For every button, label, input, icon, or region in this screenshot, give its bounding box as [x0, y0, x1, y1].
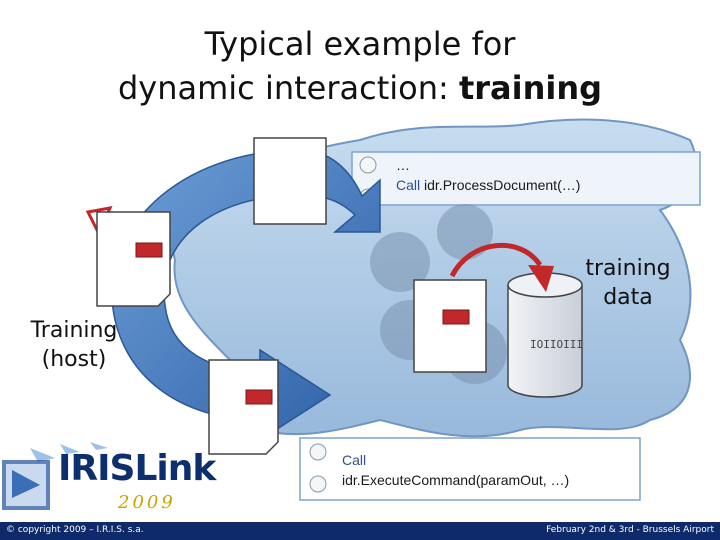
top-note-call-method: idr.ProcessDocument(…) [420, 177, 581, 193]
training-arrow [449, 242, 543, 278]
bottom-note-call-method: idr.ExecuteCommand(paramOut, …) [342, 472, 570, 488]
bottom-note-call-keyword: Call [342, 452, 367, 468]
title-line2-bold: training [458, 69, 603, 107]
training-data-label: training data [568, 254, 688, 312]
training-host-line2: (host) [41, 347, 107, 372]
document-icon [253, 137, 327, 225]
logo-year: 2009 [118, 492, 176, 513]
footer-bar [0, 522, 720, 540]
note-bullet-icon [309, 443, 327, 461]
footer-copyright: © copyright 2009 – I.R.I.S. s.a. [6, 525, 144, 535]
note-bullet-icon [359, 156, 377, 174]
top-note-ellipsis: … [396, 157, 410, 173]
training-data-line1: training [585, 256, 671, 281]
training-host-line1: Training [30, 318, 118, 343]
note-bullet-icon [309, 475, 327, 493]
document-icon [96, 211, 171, 307]
database-icon [507, 272, 583, 398]
training-arrow-head [528, 265, 554, 292]
top-note-call: Call idr.ProcessDocument(…) [396, 175, 580, 195]
training-host-label: Training (host) [14, 316, 134, 374]
footer-event: February 2nd & 3rd - Brussels Airport [546, 525, 714, 535]
logo-icon [2, 442, 108, 510]
top-note-text: … Call idr.ProcessDocument(…) [396, 155, 580, 195]
slide-title: Typical example for dynamic interaction:… [60, 22, 660, 110]
document-icon [413, 279, 487, 373]
document-icon [208, 359, 279, 455]
top-note-call-keyword: Call [396, 177, 421, 193]
logo-name: IRISLink [58, 448, 216, 489]
training-data-line2: data [603, 285, 653, 310]
bottom-note-text: Call idr.ExecuteCommand(paramOut, …) [342, 450, 569, 490]
title-line2: dynamic interaction: training [60, 66, 660, 110]
bottom-note-box [299, 437, 641, 501]
title-line2-prefix: dynamic interaction: [117, 69, 459, 107]
title-line1: Typical example for [204, 25, 516, 63]
database-bits: IOIIOIII [530, 338, 583, 351]
